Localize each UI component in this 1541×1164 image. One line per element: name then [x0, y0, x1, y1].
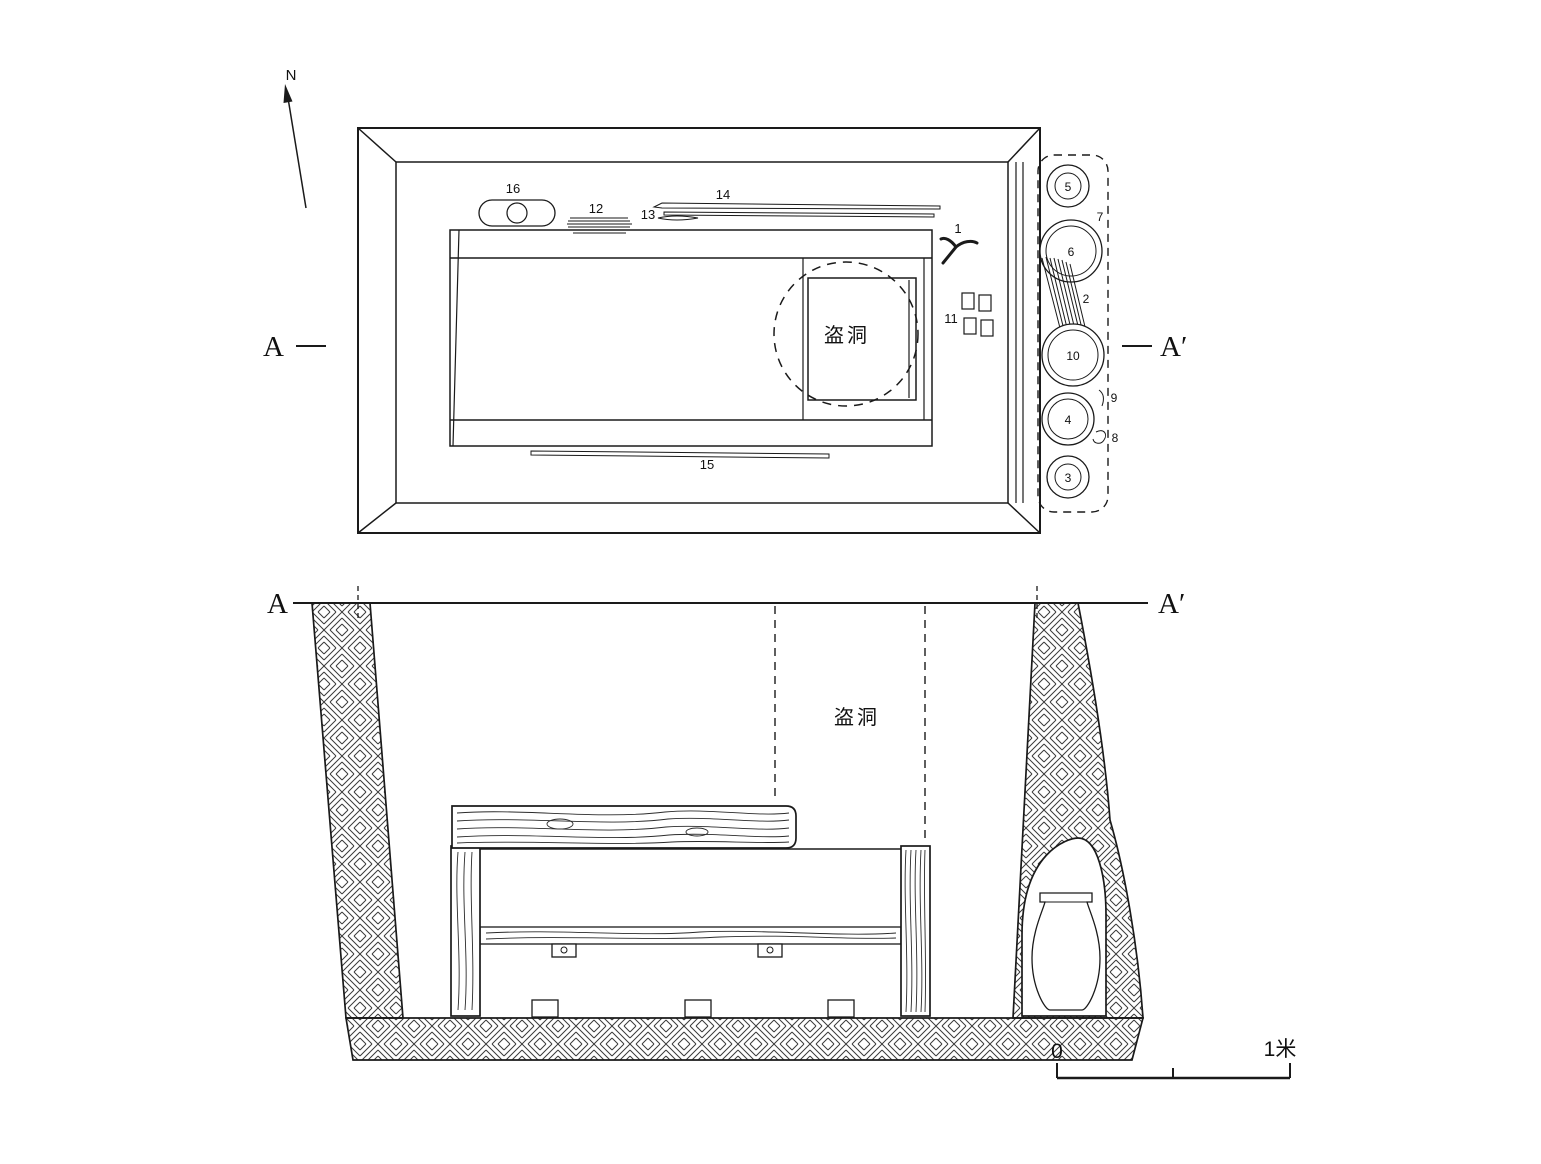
vessel-4: 4: [1041, 392, 1095, 446]
section-view: 盗洞 A A′ 0 1米: [267, 586, 1297, 1080]
coffin-plan: 盗洞: [449, 229, 933, 447]
artifact-2-bundle: 2: [1041, 256, 1090, 335]
plan-section-line: A A′: [263, 331, 1187, 363]
coffin-right-end-plank: [900, 845, 931, 1017]
artifact-1: 1: [939, 221, 979, 265]
plan-view: N 盗洞 16 12: [263, 67, 1187, 534]
pot-vessel: [1031, 892, 1101, 1011]
vessel-3: 3: [1046, 455, 1090, 499]
coffin-section: [450, 805, 931, 1018]
robber-hole-label-section: 盗洞: [834, 706, 880, 729]
artifact-15: 15: [530, 450, 830, 472]
plan-section-label-a: A: [263, 331, 284, 363]
artifact-11: 11: [944, 292, 994, 337]
vessel-10: 10: [1041, 323, 1105, 387]
artifact-label-10: 10: [1066, 349, 1080, 363]
artifact-label-14: 14: [716, 187, 730, 202]
north-arrow-icon: N: [283, 67, 307, 209]
coffin-left-end-plank: [450, 845, 481, 1017]
vessel-5: 5: [1046, 164, 1090, 208]
artifact-label-13: 13: [641, 207, 655, 222]
artifact-label-9: 9: [1111, 391, 1118, 405]
north-label: N: [286, 67, 297, 84]
artifact-label-2: 2: [1083, 292, 1090, 306]
scale-max-label: 1米: [1264, 1038, 1297, 1061]
coffin-lid-plank: [451, 805, 797, 849]
artifact-9: 9: [1098, 389, 1118, 407]
floor-cleats: [551, 943, 783, 958]
artifact-label-3: 3: [1065, 471, 1072, 485]
coffin-floor-plank: [479, 926, 902, 945]
niche-boundary: [1037, 154, 1109, 513]
plan-pit-frame: [357, 127, 1041, 534]
artifact-label-6: 6: [1068, 245, 1075, 259]
artifact-13: 13: [641, 207, 699, 222]
artifact-label-12: 12: [589, 201, 603, 216]
artifact-14: 14: [652, 187, 941, 218]
artifact-label-15: 15: [700, 457, 714, 472]
section-label-a: A: [267, 588, 288, 620]
section-cut-markers: [357, 586, 1038, 622]
scale-zero-label: 0: [1051, 1040, 1063, 1063]
plan-side-niche: 5 6 2 10 4 3 7: [1037, 154, 1119, 513]
artifact-label-4: 4: [1065, 413, 1072, 427]
section-niche: [1021, 837, 1107, 1017]
scale-bar: 0 1米: [1051, 1038, 1297, 1080]
chamber-outline: [449, 229, 933, 447]
vessel-6: 6: [1039, 219, 1103, 283]
pit-east-wall-planks: [1015, 162, 1024, 503]
artifact-label-8: 8: [1112, 431, 1119, 445]
plan-section-label-a-prime: A′: [1160, 331, 1187, 363]
robber-hole-circle: [773, 261, 919, 407]
robber-hole-label-plan: 盗洞: [824, 324, 870, 347]
left-wall-hatch: [311, 602, 404, 1019]
artifact-label-1: 1: [954, 221, 961, 236]
inner-coffin-plan: [807, 277, 917, 401]
pit-outer-edge: [357, 127, 1041, 534]
robber-hole-section: 盗洞: [774, 606, 926, 844]
artifact-label-16: 16: [506, 181, 520, 196]
artifact-8: 8: [1092, 430, 1119, 445]
artifact-label-5: 5: [1065, 180, 1072, 194]
pit-inner-edge: [395, 161, 1009, 504]
robber-hole-label-bg: [816, 318, 878, 346]
artifact-label-11: 11: [944, 311, 958, 326]
section-label-a-prime: A′: [1158, 588, 1185, 620]
coffin-feet: [531, 999, 855, 1018]
floor-hatch: [344, 1017, 1145, 1061]
artifact-16: 16: [478, 181, 556, 227]
artifact-label-7: 7: [1097, 210, 1104, 224]
artifact-12: 12: [567, 201, 632, 234]
